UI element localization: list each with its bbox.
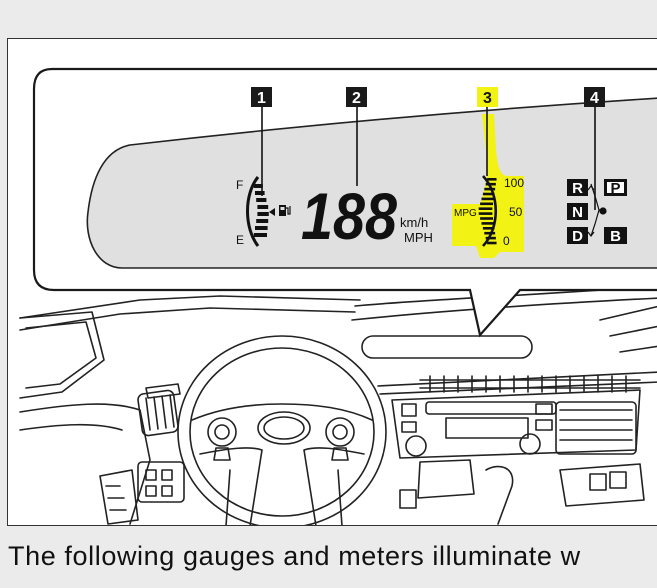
mpg-scale-bar — [487, 241, 497, 245]
body-text-caption: The following gauges and meters illumina… — [8, 541, 581, 571]
mpg-meter: MPG 100 50 0 — [454, 107, 524, 248]
callout-1: 1 — [251, 87, 272, 107]
dashboard-drawing — [19, 285, 657, 525]
callout-2-number: 2 — [352, 90, 361, 107]
callout-4-number: 4 — [590, 90, 599, 107]
fuel-gauge: F E — [236, 176, 291, 247]
fuel-level-bar — [256, 219, 269, 223]
speed-unit-imperial: MPH — [404, 230, 433, 245]
shift-position-indicator: R P N D B — [567, 179, 627, 245]
fuel-level-bar — [253, 233, 267, 237]
fuel-arrow-icon — [269, 208, 275, 216]
fuel-level-bar — [256, 198, 267, 202]
fuel-empty-label: E — [236, 233, 244, 247]
fuel-level-bar — [257, 205, 269, 209]
mpg-scale-bar — [485, 236, 496, 240]
mpg-scale-bars — [478, 178, 497, 245]
mpg-scale-bar — [480, 217, 494, 220]
mpg-scale-bar — [481, 222, 494, 225]
callout-1-number: 1 — [257, 90, 266, 107]
fuel-pump-icon — [279, 205, 291, 216]
callout-3: 3 — [477, 87, 498, 107]
mpg-scale-bar — [484, 231, 496, 235]
fuel-full-label: F — [236, 178, 243, 192]
shift-r: R — [572, 180, 583, 197]
mpg-scale-bar — [478, 207, 493, 210]
mpg-scale-bottom: 0 — [503, 234, 510, 248]
callout-3-number: 3 — [483, 90, 492, 107]
mpg-scale-bar — [484, 187, 496, 191]
speedometer: 188 km/h MPH — [301, 179, 433, 253]
callout-4: 4 — [584, 87, 605, 107]
fuel-level-bar — [255, 226, 268, 230]
shift-d: D — [572, 228, 583, 245]
fuel-level-bar — [255, 191, 265, 195]
shift-pattern-icon — [587, 183, 607, 237]
fuel-level-bar — [253, 184, 263, 188]
fuel-level-bars — [253, 184, 269, 237]
speed-unit-metric: km/h — [400, 215, 428, 230]
mpg-highlight — [452, 114, 524, 258]
callout-2: 2 — [346, 87, 367, 107]
shift-b: B — [610, 228, 621, 245]
shift-n: N — [572, 204, 583, 221]
fuel-level-bar — [257, 212, 269, 216]
mpg-label: MPG — [454, 208, 477, 219]
mpg-scale-mid: 50 — [509, 205, 523, 219]
shift-p: P — [610, 180, 620, 197]
mpg-scale-bar — [478, 212, 493, 215]
mpg-scale-bar — [481, 197, 494, 201]
mpg-scale-bar — [480, 202, 494, 206]
mpg-scale-bar — [482, 192, 495, 196]
mpg-scale-bar — [487, 178, 497, 181]
speed-digits: 188 — [301, 179, 397, 253]
mpg-scale-bar — [482, 227, 495, 230]
mpg-scale-top: 100 — [504, 176, 524, 190]
mpg-scale-bar — [485, 182, 496, 186]
